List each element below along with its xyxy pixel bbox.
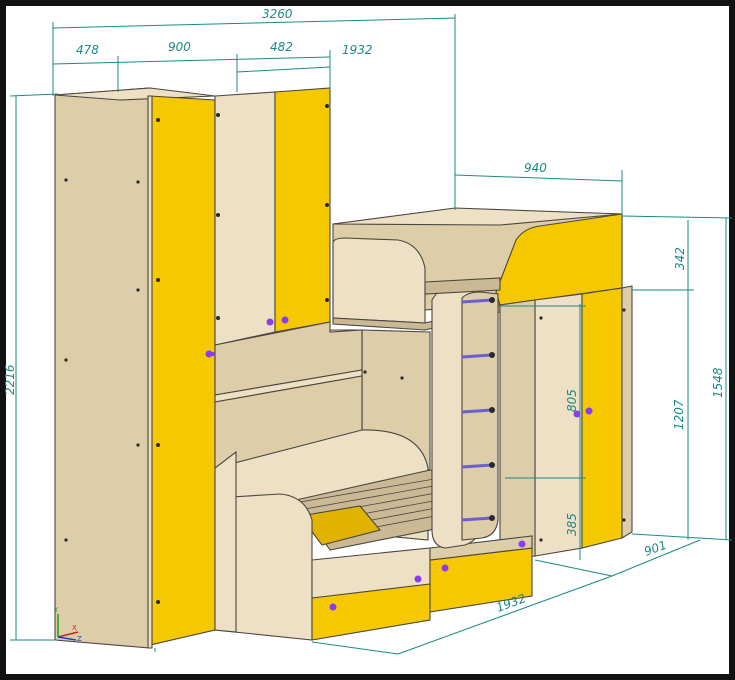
dim-lower-gap: 385 [565,513,579,536]
axis-y-label: Y [53,606,59,614]
ladder-rungs [461,298,493,522]
dim-cabinet-height: 1207 [672,399,686,430]
dim-top-bed-length: 1932 [342,43,373,57]
dim-overall-width: 3260 [262,7,293,21]
dim-top-left: 478 [76,43,99,57]
dimension-lines [9,14,733,655]
drawer-left [311,583,431,641]
top-cabinet-door [274,87,331,333]
dim-right-total-height: 1548 [711,367,725,398]
handles [205,316,593,611]
upper-bed-headboard [332,237,426,324]
ladder-right-rail [461,291,499,541]
dim-total-height: 2216 [3,364,17,395]
right-cabinet-door [581,287,623,549]
upper-bed-guard [495,213,623,306]
bunk-bed-model [54,87,633,649]
axis-triad: X Y Z [53,606,82,643]
axis-z-label: Z [77,635,82,643]
dim-top-right: 482 [270,40,293,54]
dim-top-mid: 900 [168,40,191,54]
wardrobe-side-panel [54,87,151,649]
dim-bed-rail-height: 342 [673,247,687,270]
dim-upper-bed-width: 940 [524,161,547,175]
axis-x-label: X [72,624,77,632]
wardrobe-door [149,95,216,646]
dim-ladder-span: 805 [565,389,579,412]
top-cabinet-panel [214,91,276,346]
